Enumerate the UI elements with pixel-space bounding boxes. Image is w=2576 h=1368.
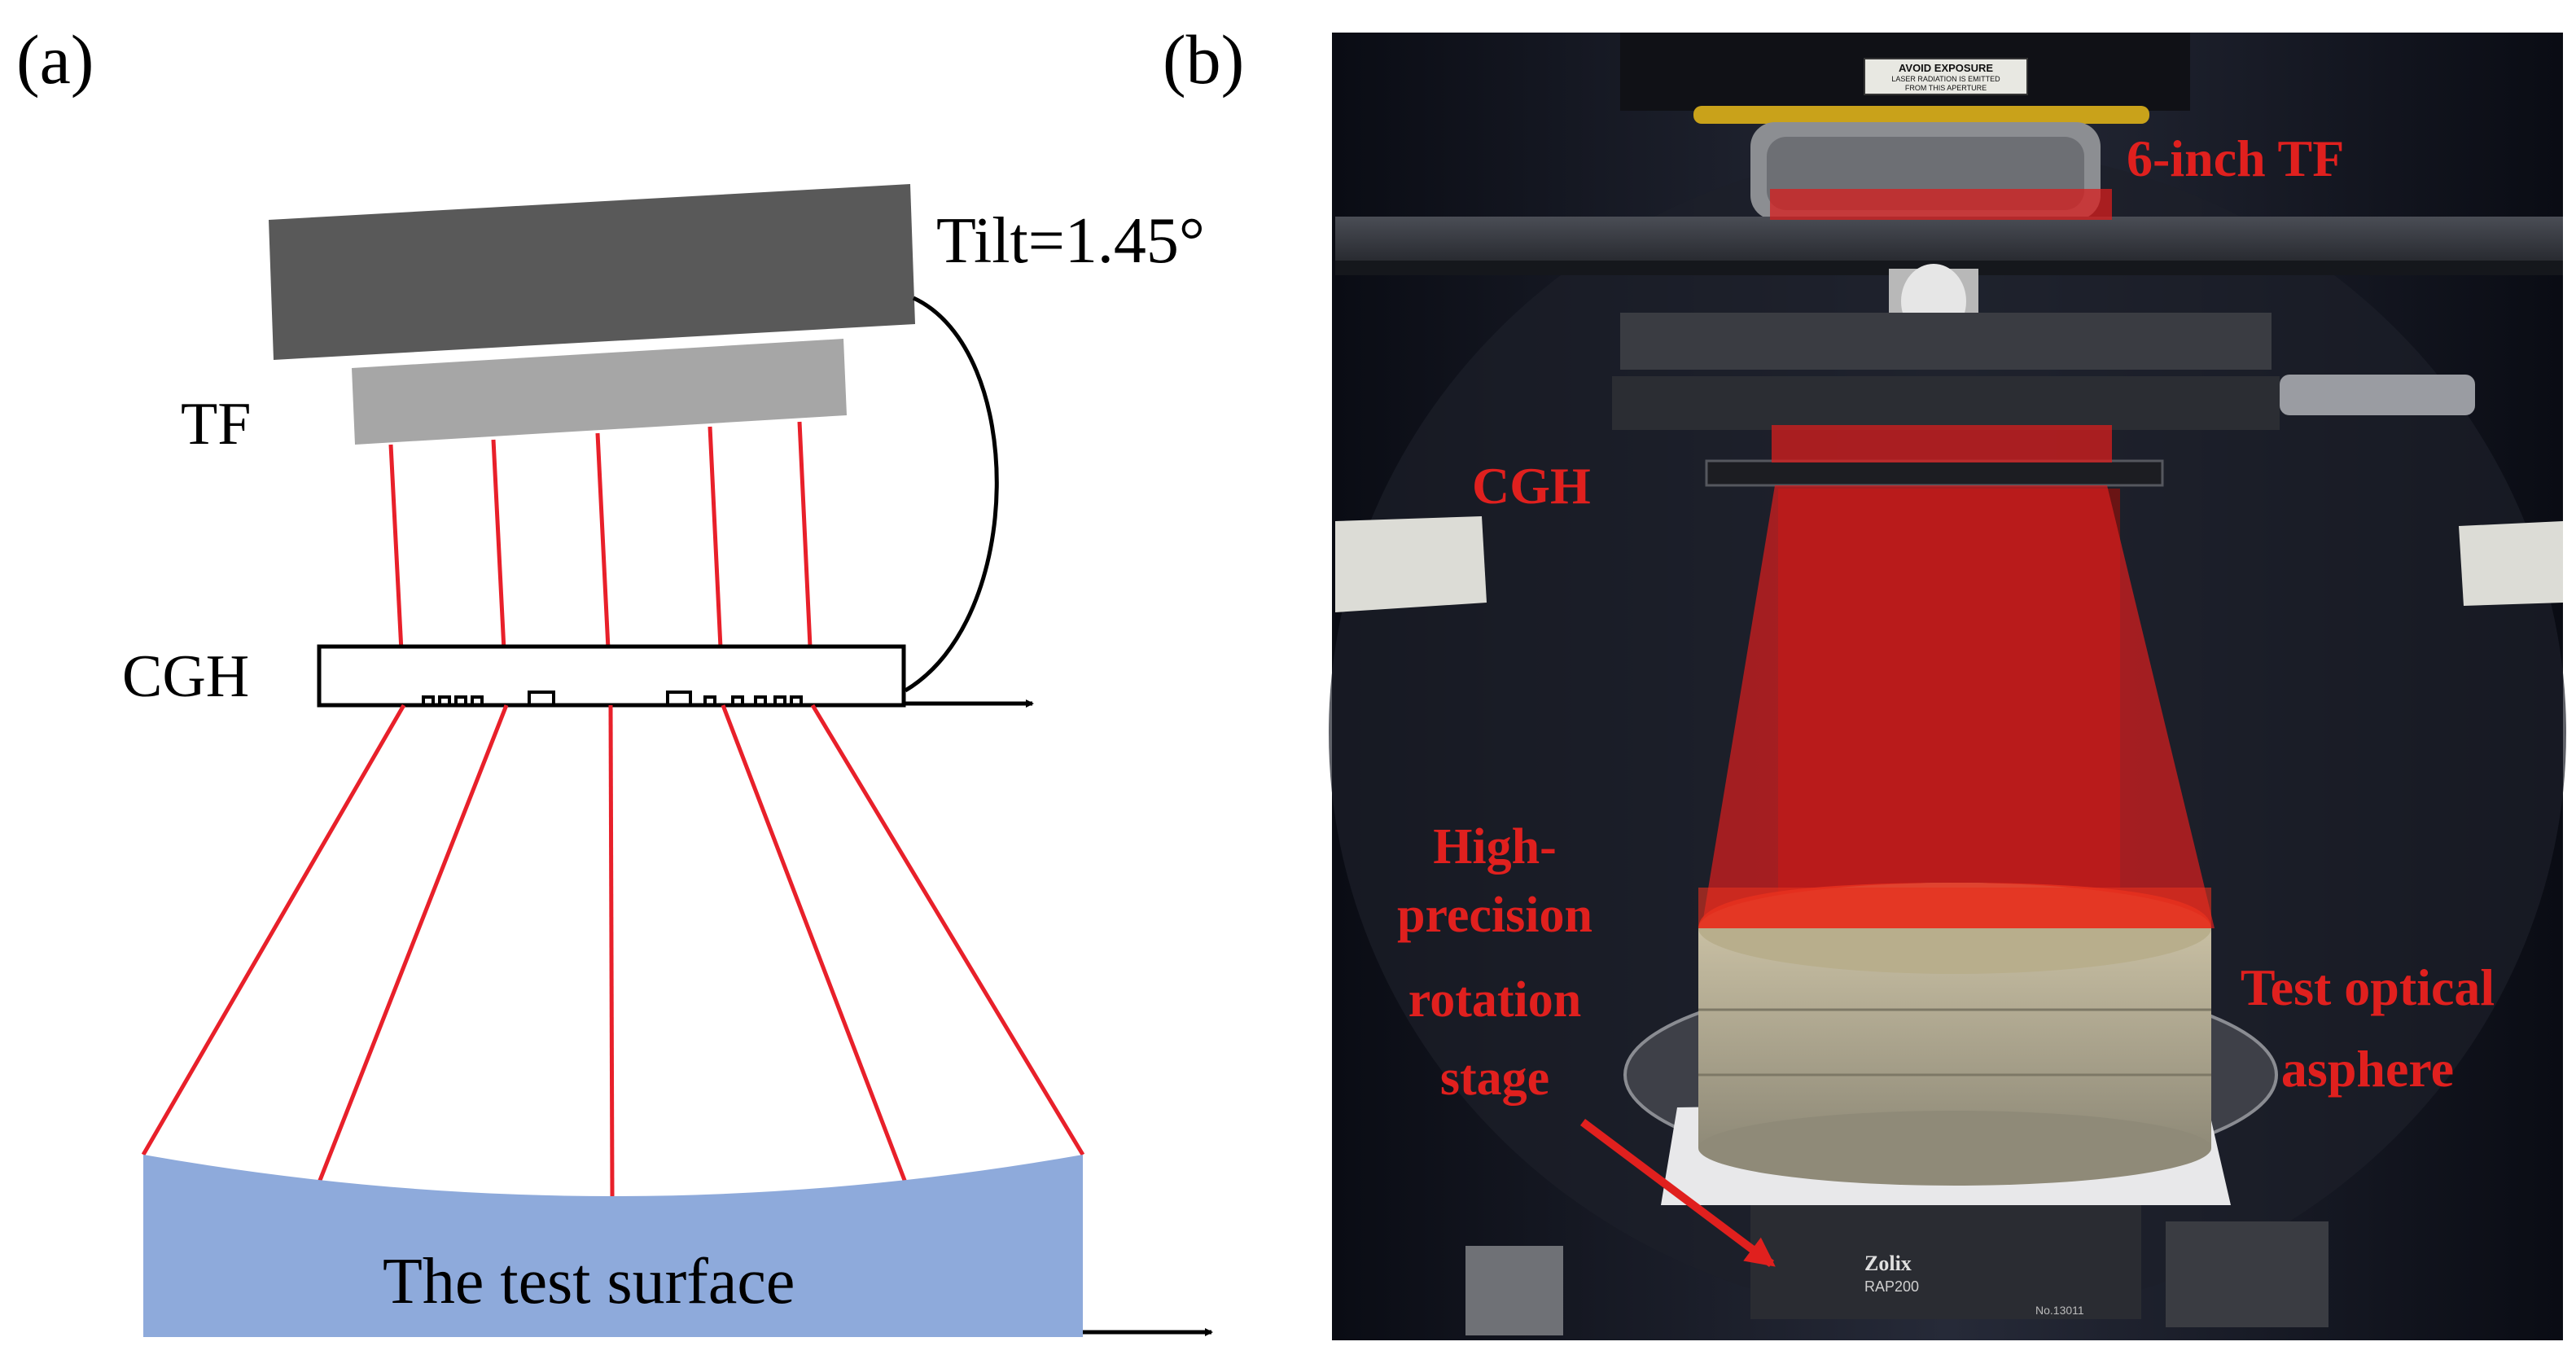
panel-b: (b) AVOID EXPOSURE LASER RADIATION IS EM… xyxy=(1163,20,2566,1340)
tilt-arc xyxy=(904,296,999,693)
beam-asphere-band xyxy=(1698,888,2211,928)
stage-label-line3: rotation xyxy=(1408,972,1581,1028)
warning-sign-line1: AVOID EXPOSURE xyxy=(1899,62,1993,74)
warning-sign xyxy=(1864,58,2028,95)
stage-plate-1 xyxy=(1620,313,2272,370)
tf-plate xyxy=(352,339,847,445)
stage-model: RAP200 xyxy=(1864,1278,1919,1295)
panel-a-label: (a) xyxy=(16,20,94,99)
warning-sign-line2: LASER RADIATION IS EMITTED xyxy=(1891,75,2000,83)
ray-1-lower xyxy=(141,704,406,1156)
ray-2-lower xyxy=(317,704,509,1183)
ray-4-lower xyxy=(721,704,908,1183)
cgh-grating xyxy=(422,691,803,705)
cgh-holder xyxy=(1705,459,2164,487)
asphere-label-line1: Test optical xyxy=(2241,958,2495,1016)
panel-b-label: (b) xyxy=(1163,20,1244,99)
connector-left xyxy=(1465,1246,1563,1335)
stage-label: High- precision rotation stage xyxy=(1397,819,1592,1106)
cgh-label: CGH xyxy=(122,643,249,710)
stage-plate-2 xyxy=(1612,376,2280,430)
cgh-photo-label: CGH xyxy=(1472,457,1591,515)
yellow-ring xyxy=(1693,106,2149,124)
stage-serial: No.13011 xyxy=(2035,1304,2084,1317)
tape-right xyxy=(2459,521,2563,606)
tf-label: TF xyxy=(181,391,251,458)
rotation-stage-body xyxy=(1750,1197,2141,1319)
warning-sign-line3: FROM THIS APERTURE xyxy=(1905,84,1987,92)
micrometer xyxy=(2280,375,2475,415)
asphere-label-line2: asphere xyxy=(2281,1040,2454,1098)
connector-right xyxy=(2166,1221,2328,1327)
rays-lower xyxy=(141,704,1085,1198)
beam-cone xyxy=(1702,485,2215,928)
stage-label-line4: stage xyxy=(1440,1050,1549,1106)
ray-5-lower xyxy=(810,704,1085,1156)
tf-mount-block xyxy=(269,184,915,360)
panel-a: (a) TF Tilt=1.45° CGH xyxy=(16,20,1213,1337)
stage-label-line1: High- xyxy=(1433,819,1557,875)
ray-3-lower xyxy=(608,704,615,1198)
stage-brand: Zolix xyxy=(1864,1252,1912,1275)
top-plate-edge xyxy=(1335,261,2563,275)
top-plate xyxy=(1335,217,2563,265)
beam-tf xyxy=(1770,189,2112,220)
test-surface xyxy=(143,1155,1083,1337)
stage-pointer-arrow xyxy=(1580,1119,1776,1267)
tf-photo-label: 6-inch TF xyxy=(2127,129,2344,187)
tape-left xyxy=(1335,516,1487,612)
cgh-element xyxy=(317,644,906,708)
beam-stage xyxy=(1772,425,2112,463)
test-surface-label: The test surface xyxy=(383,1246,795,1318)
stage-label-line2: precision xyxy=(1397,888,1592,943)
asphere-label: Test optical asphere xyxy=(2241,958,2495,1098)
photo: AVOID EXPOSURE LASER RADIATION IS EMITTE… xyxy=(1329,33,2566,1340)
tilt-label: Tilt=1.45° xyxy=(936,205,1205,277)
